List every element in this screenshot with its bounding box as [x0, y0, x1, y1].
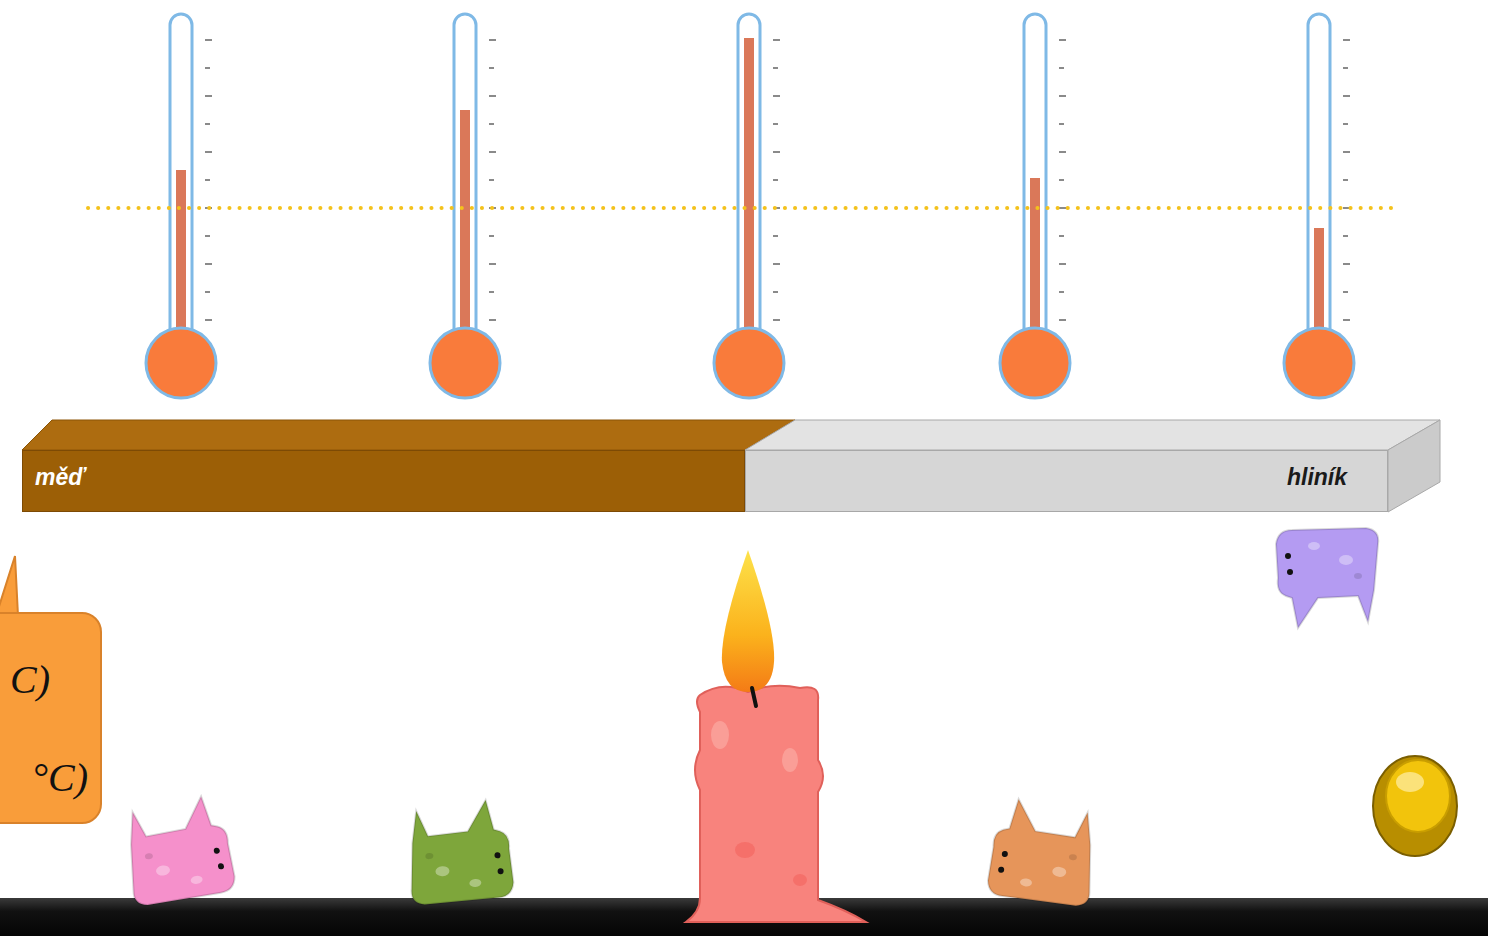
fallen-candle: [986, 797, 1098, 907]
aluminium-top-face: [745, 420, 1440, 450]
thermometer: [146, 14, 216, 398]
speech-bubble: C) °C): [0, 612, 102, 824]
copper-top-face: [22, 420, 795, 450]
thermometer: [714, 14, 784, 398]
thermometer: [1000, 14, 1070, 398]
fallen-candle: [406, 799, 515, 906]
reference-line: [88, 206, 1398, 210]
node-label: °C): [32, 754, 88, 801]
copper-bar-segment: měď: [22, 450, 745, 512]
bubble-tail: [0, 556, 18, 616]
node-label: měď: [35, 464, 85, 491]
node-label: C): [10, 656, 50, 703]
aluminium-bar-segment: hliník: [745, 450, 1388, 512]
hanging-candle: [1276, 528, 1378, 628]
thermometer: [430, 14, 500, 398]
thermometer: [1284, 14, 1354, 398]
button: [1373, 756, 1457, 856]
burning-candle: [686, 550, 866, 922]
node-label: hliník: [1287, 464, 1347, 491]
aluminium-side-face: [1388, 420, 1440, 512]
fallen-candle: [122, 793, 237, 906]
